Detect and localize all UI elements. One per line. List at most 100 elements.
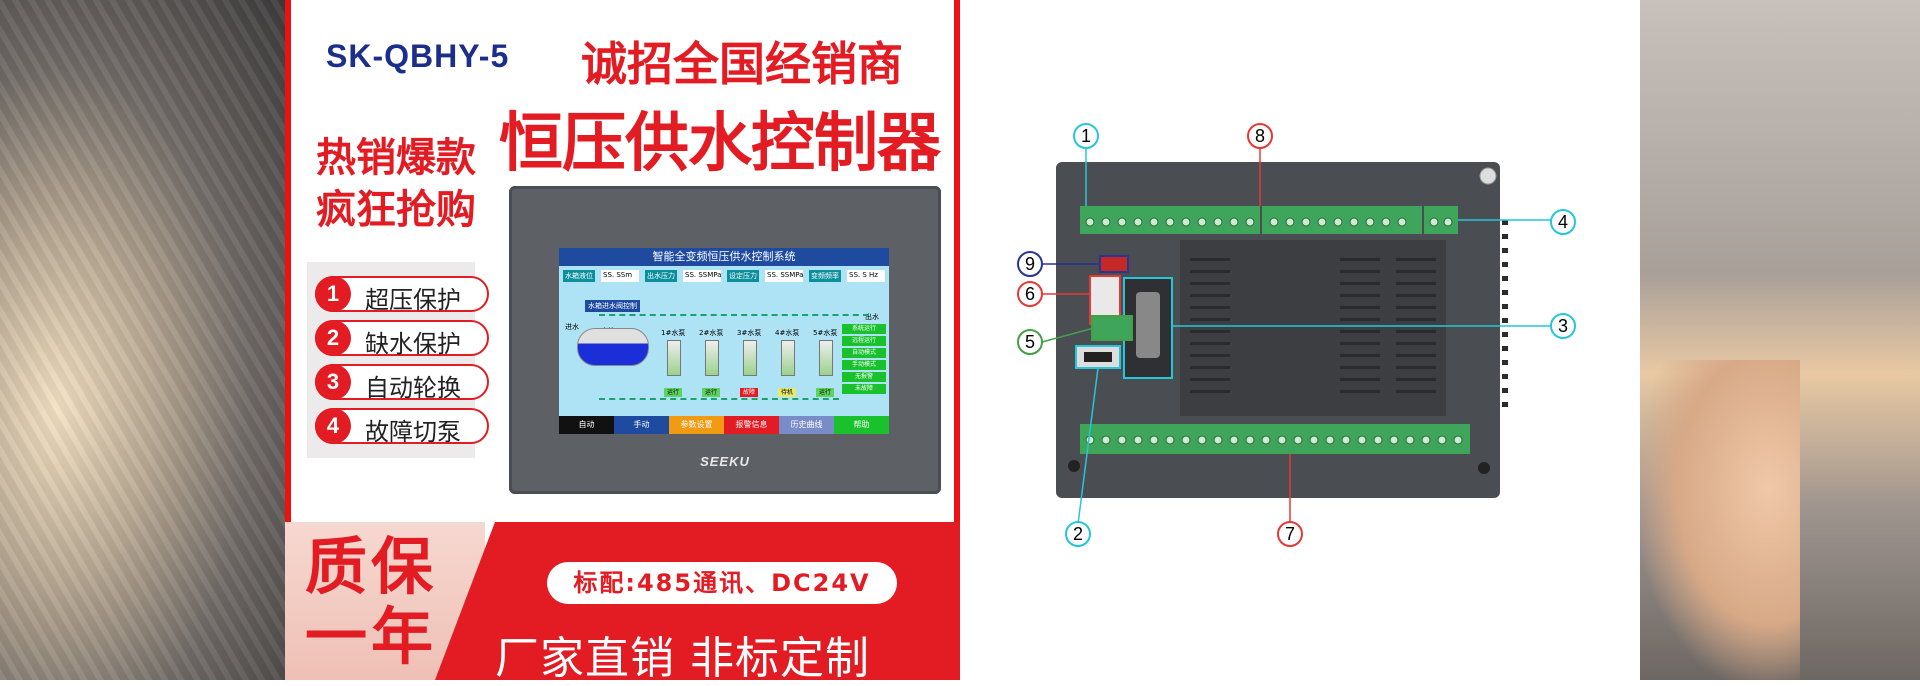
feature-number: 2 xyxy=(315,320,351,356)
readout-label: 水箱液位 xyxy=(563,270,595,282)
pump-label: 1#水泵 xyxy=(661,329,686,337)
feature-item: 1 超压保护 xyxy=(315,276,489,314)
status-item: 自动模式 xyxy=(842,348,886,358)
status-item: 系统运行 xyxy=(842,324,886,334)
warranty-text: 质保 一年 xyxy=(305,532,437,672)
feature-label: 超压保护 xyxy=(365,286,461,314)
callout-circle xyxy=(1065,521,1091,547)
callout-circle xyxy=(1550,313,1576,339)
callout-number: 7 xyxy=(1285,524,1295,544)
callout-circle xyxy=(1277,521,1303,547)
pump-state: 待机 xyxy=(778,388,796,397)
pump-label: 4#水泵 xyxy=(775,329,800,337)
callout-number: 2 xyxy=(1073,524,1083,544)
readout-value: SS. SSm xyxy=(601,270,639,282)
slogan: 厂家直销 非标定制 xyxy=(495,633,870,684)
callout-circle xyxy=(1073,123,1099,149)
status-indicators: 系统运行 远程运行 自动模式 手动模式 无报警 未故障 xyxy=(842,324,886,396)
pump-2 xyxy=(705,340,719,376)
hot-sale-text: 热销爆款 疯狂抢购 xyxy=(316,132,476,236)
dip-switch xyxy=(1099,255,1129,273)
pump-3 xyxy=(743,340,757,376)
pump-5 xyxy=(819,340,833,376)
callout-circle xyxy=(1017,251,1043,277)
feature-label: 故障切泵 xyxy=(365,418,461,446)
db9-connector xyxy=(1136,292,1160,358)
controller-panel xyxy=(1180,240,1446,416)
usb-socket xyxy=(1084,352,1112,362)
callout-number: 3 xyxy=(1558,316,1568,336)
product-poster: SK-QBHY-5 诚招全国经销商 恒压供水控制器 热销爆款 疯狂抢购 1 超压… xyxy=(285,0,960,684)
callout-markers: 1 2 3 4 5 6 7 8 9 xyxy=(1017,123,1576,547)
callout-number: 8 xyxy=(1255,126,1265,146)
status-item: 无报警 xyxy=(842,372,886,382)
mounting-screw xyxy=(1479,167,1497,185)
product-headline: 恒压供水控制器 xyxy=(499,107,941,181)
inlet-pipe xyxy=(599,398,839,400)
terminal-screws xyxy=(1085,217,1463,445)
callout-number: 6 xyxy=(1025,284,1035,304)
mounting-hole xyxy=(1478,462,1490,474)
nav-alarm-button[interactable]: 报警信息 xyxy=(724,416,779,434)
status-item: 远程运行 xyxy=(842,336,886,346)
screen-nav-bar: 自动 手动 参数设置 报警信息 历史曲线 帮助 xyxy=(559,416,889,434)
feature-number: 1 xyxy=(315,276,351,312)
recruit-headline: 诚招全国经销商 xyxy=(581,37,903,91)
inlet-label: 进水 xyxy=(565,323,579,331)
callout-circle xyxy=(1247,123,1273,149)
callout-circle xyxy=(1017,281,1043,307)
terminal-block-top-right xyxy=(1424,206,1458,234)
callout-number: 4 xyxy=(1558,212,1568,232)
feature-label: 缺水保护 xyxy=(365,330,461,358)
bottom-banner: 质保 一年 标配:485通讯、DC24V 厂家直销 非标定制 xyxy=(285,522,960,684)
nav-history-button[interactable]: 历史曲线 xyxy=(779,416,834,434)
callout-leaders-red xyxy=(1042,146,1291,524)
feature-number: 3 xyxy=(315,364,351,400)
callout-number: 5 xyxy=(1025,332,1035,352)
screen-title: 智能全变频恒压供水控制系统 xyxy=(559,248,889,266)
pump-1 xyxy=(667,340,681,376)
callout-circle xyxy=(1017,329,1043,355)
pump-state: 故障 xyxy=(740,388,758,397)
feature-item: 4 故障切泵 xyxy=(315,408,489,446)
readout-value: SS. SSMPa xyxy=(765,270,803,282)
pump-label: 5#水泵 xyxy=(813,329,838,337)
status-item: 手动模式 xyxy=(842,360,886,370)
nav-auto-button[interactable]: 自动 xyxy=(559,416,614,434)
pump-label: 2#水泵 xyxy=(699,329,724,337)
pump-state: 运行 xyxy=(816,388,834,397)
terminal-block-bottom xyxy=(1080,424,1470,454)
pump-4 xyxy=(781,340,795,376)
valve-control-label: 水箱进水阀控制 xyxy=(585,300,640,312)
warranty-line2: 一年 xyxy=(305,600,438,673)
spec-badge: 标配:485通讯、DC24V xyxy=(547,562,897,604)
hot-sale-line2: 疯狂抢购 xyxy=(316,187,476,233)
nav-manual-button[interactable]: 手动 xyxy=(614,416,669,434)
pump-label: 3#水泵 xyxy=(737,329,762,337)
model-number: SK-QBHY-5 xyxy=(326,38,510,74)
nav-help-button[interactable]: 帮助 xyxy=(834,416,889,434)
feature-number: 4 xyxy=(315,408,351,444)
feature-item: 3 自动轮换 xyxy=(315,364,489,402)
nav-settings-button[interactable]: 参数设置 xyxy=(669,416,724,434)
background-left-photo xyxy=(0,0,285,680)
readout-label: 变频频率 xyxy=(809,270,841,282)
vent-slots xyxy=(1190,258,1436,393)
hmi-brand-logo: SEEKU xyxy=(700,454,750,469)
readout-value: SS. S Hz xyxy=(847,270,885,282)
controller-wiring-diagram: 1 2 3 4 5 6 7 8 9 xyxy=(1017,123,1576,547)
readout-label: 设定压力 xyxy=(727,270,759,282)
readout-label: 出水压力 xyxy=(645,270,677,282)
side-vent-slots xyxy=(1502,220,1508,407)
outlet-pipe xyxy=(599,314,869,316)
power-terminal xyxy=(1091,315,1133,341)
callout-number: 1 xyxy=(1081,126,1091,146)
hot-sale-line1: 热销爆款 xyxy=(316,135,476,181)
pump-state: 运行 xyxy=(702,388,720,397)
feature-label: 自动轮换 xyxy=(365,374,461,402)
outlet-label: 出水 xyxy=(865,313,879,321)
status-item: 未故障 xyxy=(842,384,886,394)
